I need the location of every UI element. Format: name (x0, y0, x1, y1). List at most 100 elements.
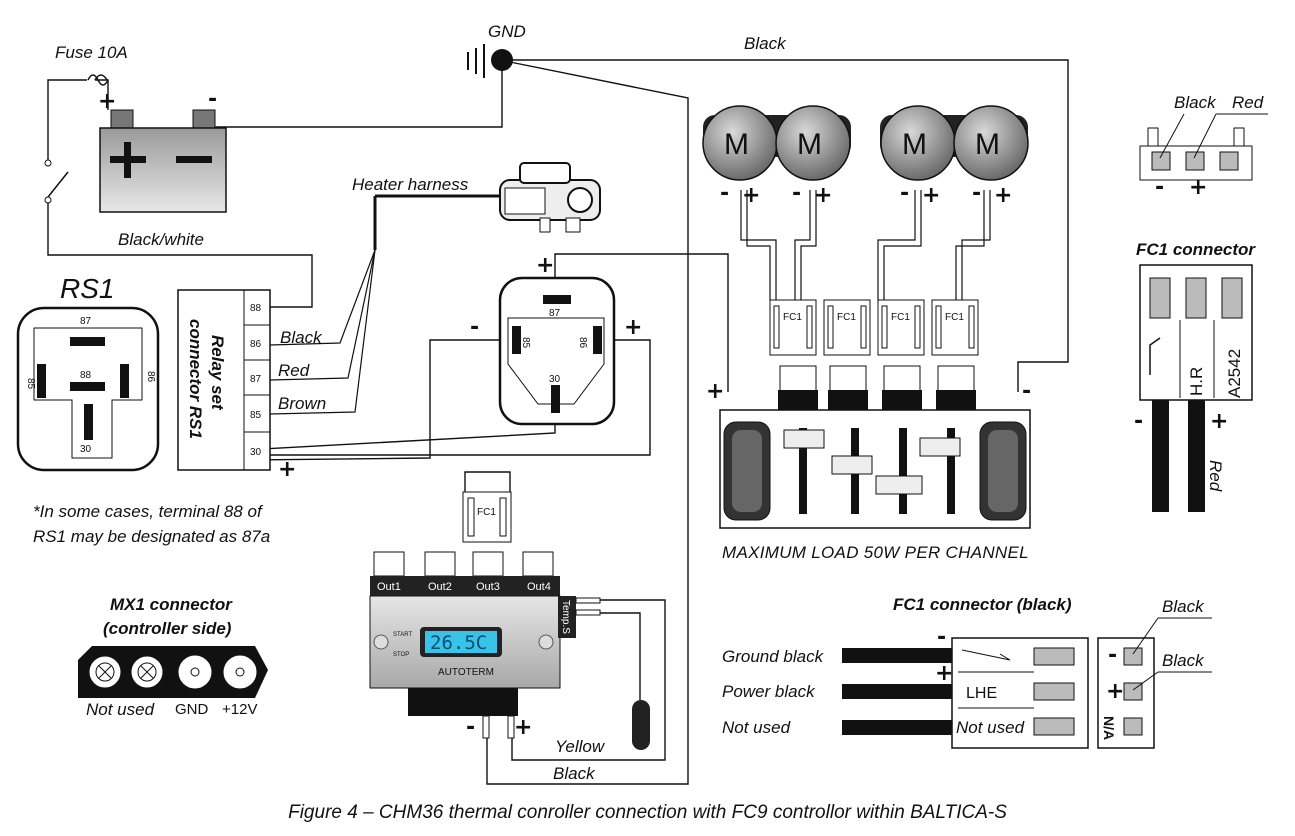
black-white-label: Black/white (118, 230, 204, 249)
harness-wires (269, 249, 376, 415)
cr-t86: 86 (577, 337, 588, 349)
mx1-title-1: MX1 connector (110, 595, 233, 614)
small-black-label: Black (1174, 93, 1217, 112)
yellow-label: Yellow (555, 737, 606, 756)
rsc-t85: 85 (250, 410, 262, 421)
fuse-label: Fuse 10A (55, 43, 128, 62)
svg-text:-: - (792, 181, 801, 206)
battery: + - (98, 87, 227, 213)
out1-label: Out1 (377, 581, 401, 593)
svg-text:+: + (1106, 679, 1124, 704)
fc1-controller-plug: FC1 (462, 491, 512, 543)
wire-brown-label: Brown (278, 394, 326, 413)
svg-text:-: - (720, 181, 729, 206)
lhe-label: LHE (966, 685, 997, 702)
fc1-plug-1: FC1 (783, 312, 802, 323)
temp-s-label: Temp.S (560, 600, 571, 634)
heater-harness-label: Heater harness (352, 175, 469, 194)
rs1-t86: 86 (145, 371, 156, 383)
autoterm-label: AUTOTERM (438, 667, 494, 678)
cr-t30: 30 (549, 374, 561, 385)
na-label: N/A (1101, 716, 1117, 740)
motors: M M M M (702, 105, 1029, 181)
svg-text:+: + (935, 661, 953, 686)
battery-minus: - (208, 87, 217, 112)
hr-label: H.R (1187, 367, 1206, 396)
black-top-label: Black (744, 34, 787, 53)
rs1-t88: 88 (80, 370, 92, 381)
svg-text:-: - (972, 181, 981, 206)
start-label: START (393, 632, 412, 638)
plus-30: + (278, 457, 296, 482)
fc1-connector: H.R A2542 (1139, 264, 1253, 512)
not-used-inner: Not used (956, 718, 1025, 737)
fc1-black-title: FC1 connector (black) (893, 595, 1072, 614)
motor-polarity: -+ -+ -+ -+ (720, 181, 1012, 208)
panel-minus: - (1022, 379, 1031, 404)
svg-text:+: + (814, 183, 832, 208)
temp-sensor-icon (632, 700, 650, 750)
wires (47, 59, 1069, 785)
svg-text:+: + (1189, 175, 1207, 200)
fc1-motor-plugs: FC1 FC1 FC1 FC1 (769, 299, 979, 356)
a2542-label: A2542 (1225, 349, 1244, 398)
cr-t87: 87 (549, 308, 561, 319)
fc1-black-connector: LHE Not used - + N/A (842, 617, 1212, 749)
motor-3-label: M (902, 128, 927, 161)
ground-black-label: Ground black (722, 647, 825, 666)
pin-headers (778, 365, 976, 410)
switch (44, 159, 69, 204)
power-black-label: Power black (722, 682, 816, 701)
fc1-red-label: Red (1206, 460, 1225, 492)
fc1-plug-3: FC1 (891, 312, 910, 323)
motor-2-icon (775, 105, 851, 181)
fc1-plug-2: FC1 (837, 312, 856, 323)
fc1-plug-4: FC1 (945, 312, 964, 323)
rs1-relay: 87 88 30 85 86 (16, 306, 160, 472)
out4-label: Out4 (527, 581, 551, 593)
cr-plus-top: + (536, 253, 554, 278)
panel-plus: + (706, 379, 724, 404)
figure-caption: Figure 4 – CHM36 thermal conroller conne… (288, 802, 1007, 823)
rsc-t30: 30 (250, 447, 262, 458)
cr-plus-right: + (624, 315, 642, 340)
svg-text:+: + (922, 183, 940, 208)
note-line-1: *In some cases, terminal 88 of (33, 502, 264, 521)
wire-red-label: Red (278, 361, 310, 380)
motor-4-icon (953, 105, 1029, 181)
ground-symbol: GND (467, 22, 526, 78)
relay-set-connector: 88 86 87 85 30 Relay set connector RS1 (177, 289, 271, 471)
small-connector: - + (1139, 113, 1268, 200)
fc1-minus: - (1134, 409, 1143, 434)
mx1-gnd: GND (175, 701, 209, 718)
rs1-t30: 30 (80, 444, 92, 455)
black-bottom-label: Black (553, 764, 596, 783)
small-red-label: Red (1232, 93, 1264, 112)
fc1b-black-2: Black (1162, 651, 1205, 670)
out3-label: Out3 (476, 581, 500, 593)
fc1-plus: + (1210, 409, 1228, 434)
max-load-label: MAXIMUM LOAD 50W PER CHANNEL (722, 543, 1029, 562)
motor-1-label: M (724, 128, 749, 161)
svg-text:-: - (900, 181, 909, 206)
rs1-t85: 85 (25, 378, 36, 390)
rsc-t87: 87 (250, 374, 262, 385)
relay-set-label-2: connector RS1 (186, 319, 205, 439)
wire-black-label: Black (280, 328, 323, 347)
display-value: 26.5C (430, 632, 487, 654)
rs1-t87: 87 (80, 316, 92, 327)
svg-text:+: + (742, 183, 760, 208)
cr-minus: - (470, 315, 479, 340)
motor-2-label: M (797, 128, 822, 161)
relay-set-label-1: Relay set (208, 335, 227, 411)
mx1-title-2: (controller side) (103, 619, 232, 638)
rs1-title: RS1 (60, 273, 114, 304)
heater-harness-cable (373, 194, 500, 250)
svg-text:-: - (1155, 175, 1164, 200)
fuse: Fuse 10A (55, 43, 128, 86)
mx1-not-used: Not used (86, 700, 155, 719)
gnd-label: GND (488, 22, 526, 41)
rsc-t86: 86 (250, 339, 262, 350)
ctrl-plus: + (514, 715, 532, 740)
svg-text:+: + (994, 183, 1012, 208)
